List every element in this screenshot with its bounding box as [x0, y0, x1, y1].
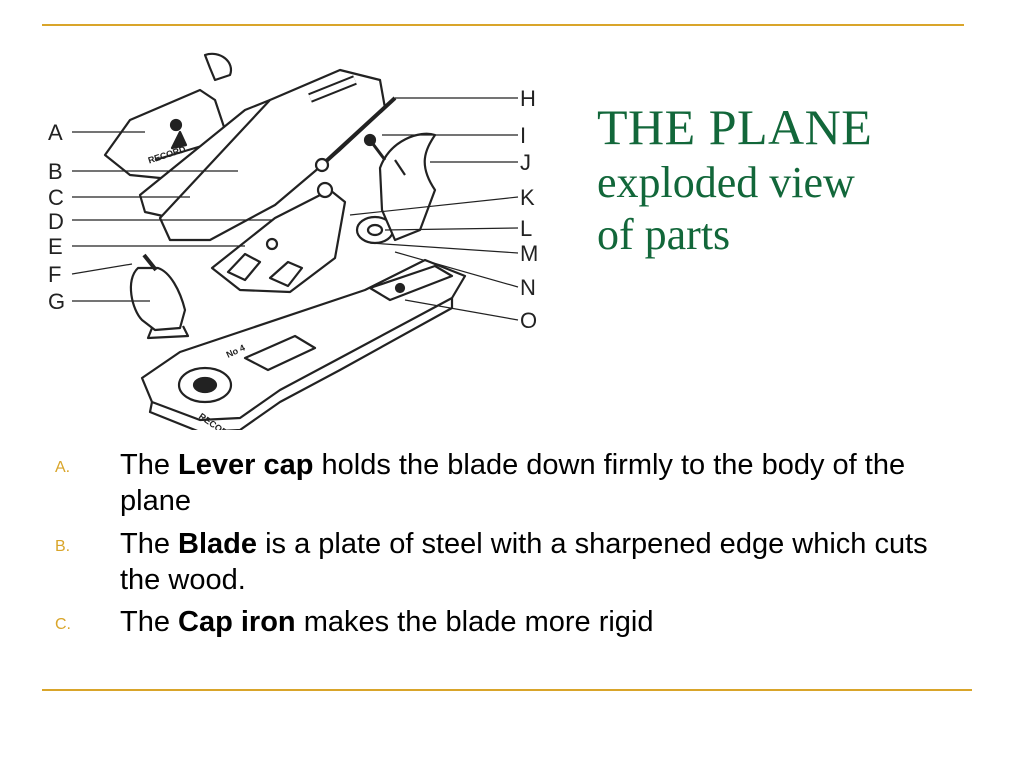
tote-handle: [378, 132, 437, 242]
label-k: K: [520, 185, 535, 210]
label-j: J: [520, 150, 531, 175]
left-labels: A B C D E F G: [48, 120, 65, 314]
label-c: C: [48, 185, 64, 210]
top-rule: [42, 24, 964, 26]
label-a: A: [48, 120, 63, 145]
bullet-term: Lever cap: [178, 449, 314, 481]
bottom-rule: [42, 689, 972, 691]
bullet-text: The Lever cap holds the blade down firml…: [120, 449, 906, 518]
adjust-lever: [320, 96, 397, 167]
bullet-list: A. The Lever cap holds the blade down fi…: [55, 447, 955, 646]
label-l: L: [520, 216, 532, 241]
bullet-item: C. The Cap iron makes the blade more rig…: [55, 604, 955, 640]
bullet-term: Blade: [178, 527, 258, 560]
bullet-marker: B.: [55, 537, 71, 555]
right-labels: H I J K L M N O: [520, 86, 538, 333]
plane-diagram-svg: RECORD RECORD No 4: [48, 52, 538, 430]
bullet-marker: C.: [55, 616, 71, 633]
label-f: F: [48, 262, 61, 287]
title-line-3: of parts: [597, 209, 731, 259]
title-line-2: exploded view: [597, 158, 855, 207]
bullet-text: The Blade is a plate of steel with a sha…: [120, 527, 928, 596]
bullet-term: Cap iron: [178, 606, 296, 638]
label-i: I: [520, 123, 526, 148]
plane-exploded-diagram: RECORD RECORD No 4: [40, 40, 560, 430]
front-knob: [129, 266, 187, 332]
bullet-text: The Cap iron makes the blade more rigid: [120, 606, 654, 638]
bullet-item: B. The Blade is a plate of steel with a …: [55, 526, 955, 599]
slide-title: THE PLANE exploded view of parts: [597, 98, 1017, 261]
label-b: B: [48, 159, 63, 184]
plane-body-side: [148, 298, 454, 430]
bullet-item: A. The Lever cap holds the blade down fi…: [55, 447, 955, 520]
label-m: M: [520, 241, 538, 266]
label-g: G: [48, 289, 65, 314]
title-line-1: THE PLANE: [597, 99, 873, 155]
label-o: O: [520, 308, 537, 333]
label-d: D: [48, 209, 64, 234]
label-n: N: [520, 275, 536, 300]
bullet-marker: A.: [55, 459, 71, 476]
label-h: H: [520, 86, 536, 111]
label-e: E: [48, 234, 63, 259]
